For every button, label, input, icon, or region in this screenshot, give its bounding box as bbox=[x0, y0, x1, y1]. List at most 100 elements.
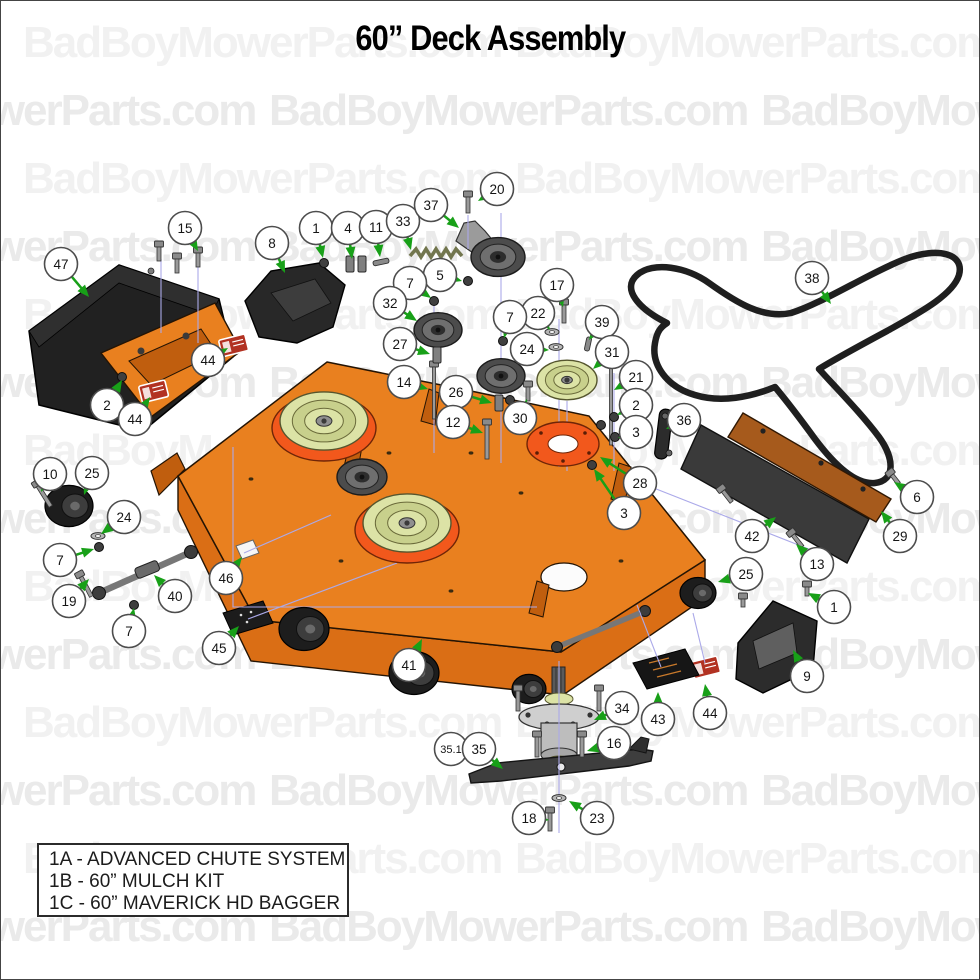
callout-21: 21 bbox=[614, 359, 654, 395]
callout-3: 3 bbox=[618, 414, 654, 450]
watermark-text: BadBoyMowerParts.com bbox=[23, 18, 501, 67]
callout-circle bbox=[413, 187, 449, 223]
watermark-text: BadBoyMowerParts.com bbox=[1, 86, 255, 135]
callout-arrowhead bbox=[227, 626, 239, 639]
callout-number: 44 bbox=[200, 353, 216, 368]
callout-circle bbox=[111, 613, 147, 649]
bolt bbox=[577, 730, 587, 758]
nut bbox=[596, 420, 606, 430]
watermark-text: BadBoyMowerParts.com bbox=[761, 766, 980, 815]
callout-arrowhead bbox=[796, 544, 809, 556]
optional-kits-legend: 1A - ADVANCED CHUTE SYSTEM 1B - 60” MULC… bbox=[37, 843, 349, 917]
callout-number: 19 bbox=[61, 594, 76, 609]
callout-38: 38 bbox=[794, 260, 831, 304]
watermark-text: BadBoyMowerParts.com bbox=[269, 86, 747, 135]
callout-41: 41 bbox=[391, 639, 427, 683]
callout-number: 13 bbox=[809, 557, 824, 572]
callout-circle bbox=[604, 690, 640, 726]
idler-pulley bbox=[336, 458, 388, 496]
callout-47: 47 bbox=[43, 246, 89, 297]
callout-36: 36 bbox=[666, 402, 702, 438]
callout-5: 5 bbox=[422, 257, 462, 293]
callout-number: 40 bbox=[167, 589, 182, 604]
callout-circle bbox=[539, 267, 575, 303]
callout-18: 18 bbox=[511, 800, 549, 836]
legend-line-3: 1C - 60” MAVERICK HD BAGGER bbox=[49, 893, 341, 914]
callout-12: 12 bbox=[435, 404, 483, 440]
watermark-text: BadBoyMowerParts.com bbox=[515, 834, 980, 883]
nut bbox=[587, 460, 597, 470]
deck-lift-rod bbox=[92, 545, 198, 600]
washer bbox=[548, 343, 564, 351]
callout-number: 42 bbox=[744, 529, 759, 544]
callout-9: 9 bbox=[789, 650, 825, 694]
callout-29: 29 bbox=[881, 511, 918, 554]
callout-arrowhead bbox=[881, 511, 893, 524]
callout-number: 31 bbox=[604, 345, 619, 360]
callout-circle bbox=[157, 578, 193, 614]
callout-28: 28 bbox=[600, 457, 658, 501]
anti-scalp-wheel bbox=[44, 484, 94, 528]
callout-circle bbox=[789, 658, 825, 694]
callout-number: 7 bbox=[506, 310, 514, 325]
pin bbox=[372, 257, 390, 267]
callout-circle bbox=[42, 542, 78, 578]
callout-circle bbox=[43, 246, 79, 282]
callout-7: 7 bbox=[42, 542, 94, 578]
nut bbox=[498, 336, 508, 346]
callout-4: 4 bbox=[330, 210, 366, 259]
callout-arrowhead bbox=[594, 710, 607, 720]
bolt bbox=[715, 483, 734, 504]
decal-small bbox=[235, 539, 260, 560]
callout-circle bbox=[502, 400, 538, 436]
washer bbox=[551, 794, 567, 802]
callout-number: 46 bbox=[218, 571, 233, 586]
nut bbox=[94, 542, 104, 552]
callout-arrowhead bbox=[373, 244, 384, 257]
bolt bbox=[545, 806, 555, 832]
callout-arrowhead bbox=[569, 801, 582, 812]
callout-circle bbox=[382, 326, 418, 362]
bolt bbox=[594, 684, 604, 712]
callout-11: 11 bbox=[358, 209, 394, 257]
callout-arrowhead bbox=[653, 692, 663, 704]
chute-deflector bbox=[28, 264, 242, 432]
callout-25: 25 bbox=[74, 455, 110, 495]
nut bbox=[117, 372, 127, 382]
deck-belt bbox=[627, 249, 964, 487]
watermark-text: BadBoyMowerParts.com bbox=[1, 766, 255, 815]
callout-circle bbox=[167, 210, 203, 246]
callout-arrowhead bbox=[894, 482, 907, 493]
callout-6: 6 bbox=[894, 479, 935, 515]
callout-7: 7 bbox=[492, 299, 528, 338]
callout-24: 24 bbox=[101, 499, 142, 535]
idler-pulley bbox=[470, 236, 526, 278]
callout-number: 7 bbox=[125, 624, 133, 639]
callout-circle bbox=[606, 495, 642, 531]
callout-number: 27 bbox=[392, 337, 407, 352]
callout-circle bbox=[666, 402, 702, 438]
callout-number: 16 bbox=[606, 736, 621, 751]
callout-circle bbox=[372, 285, 408, 321]
callout-arrowhead bbox=[819, 291, 831, 304]
callout-45: 45 bbox=[201, 626, 239, 666]
bolt bbox=[513, 684, 523, 712]
bolt bbox=[802, 580, 812, 597]
callout-arrowhead bbox=[81, 547, 94, 558]
callout-circle bbox=[386, 364, 422, 400]
callout-number: 24 bbox=[116, 510, 132, 525]
callout-27: 27 bbox=[382, 326, 430, 362]
callout-number: 25 bbox=[84, 466, 99, 481]
callout-number: 9 bbox=[803, 669, 811, 684]
callout-43: 43 bbox=[640, 692, 676, 737]
callout-circle bbox=[640, 701, 676, 737]
callout-arrowhead bbox=[702, 684, 712, 697]
callout-37: 37 bbox=[413, 187, 459, 228]
callout-16: 16 bbox=[587, 725, 632, 761]
bolt bbox=[172, 252, 182, 274]
callout-35: 35 bbox=[461, 731, 503, 769]
discharge-chute bbox=[244, 262, 346, 344]
callout-22: 22 bbox=[520, 295, 556, 331]
